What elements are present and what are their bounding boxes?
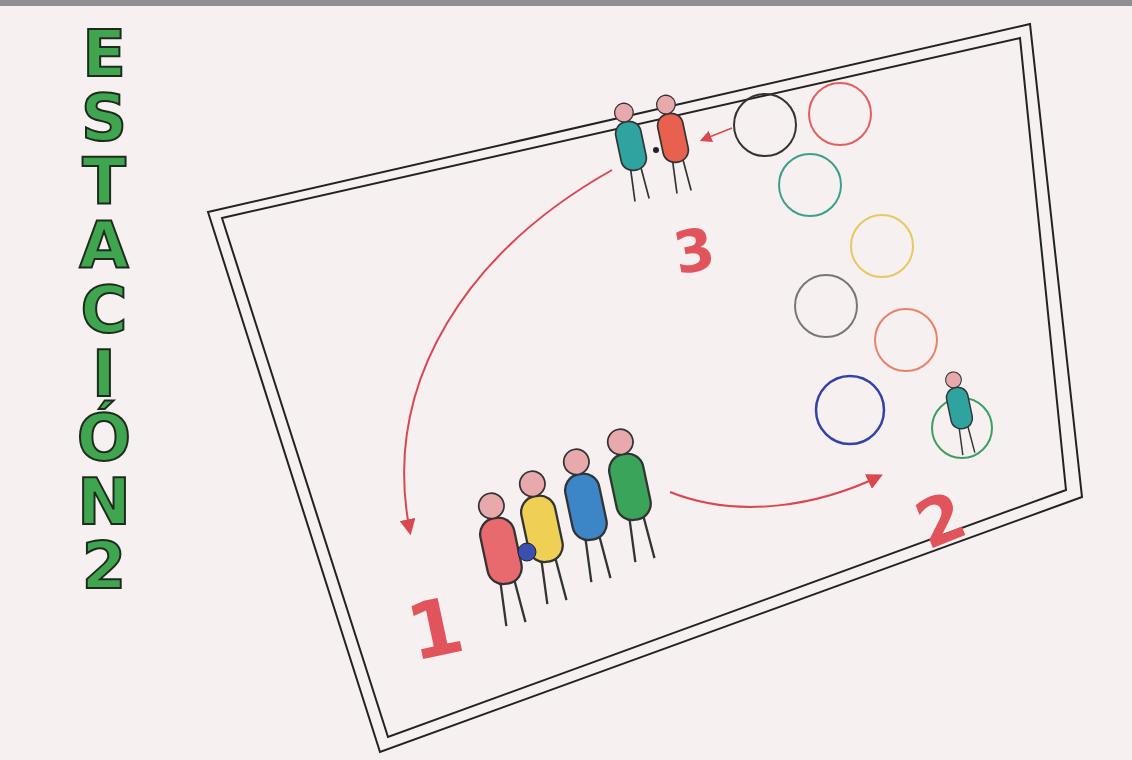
ball [518,543,536,561]
movement-arrow [670,476,880,507]
hoop [795,275,857,337]
station-title: ESTACIÓN 2 [72,22,136,598]
ball [653,147,659,153]
hoop [851,215,913,277]
child-figure [601,426,662,564]
hoop [875,309,937,371]
field-inner-line [222,38,1066,737]
hoop [779,154,841,216]
child-figure [652,93,697,195]
paper-sheet [0,6,1132,760]
child-figure [610,101,655,203]
child-figure [941,370,979,456]
hoop [734,94,796,156]
movement-arrow [702,128,732,140]
field-outer-line [208,24,1082,752]
hoop [816,376,884,444]
hoop [809,83,871,145]
